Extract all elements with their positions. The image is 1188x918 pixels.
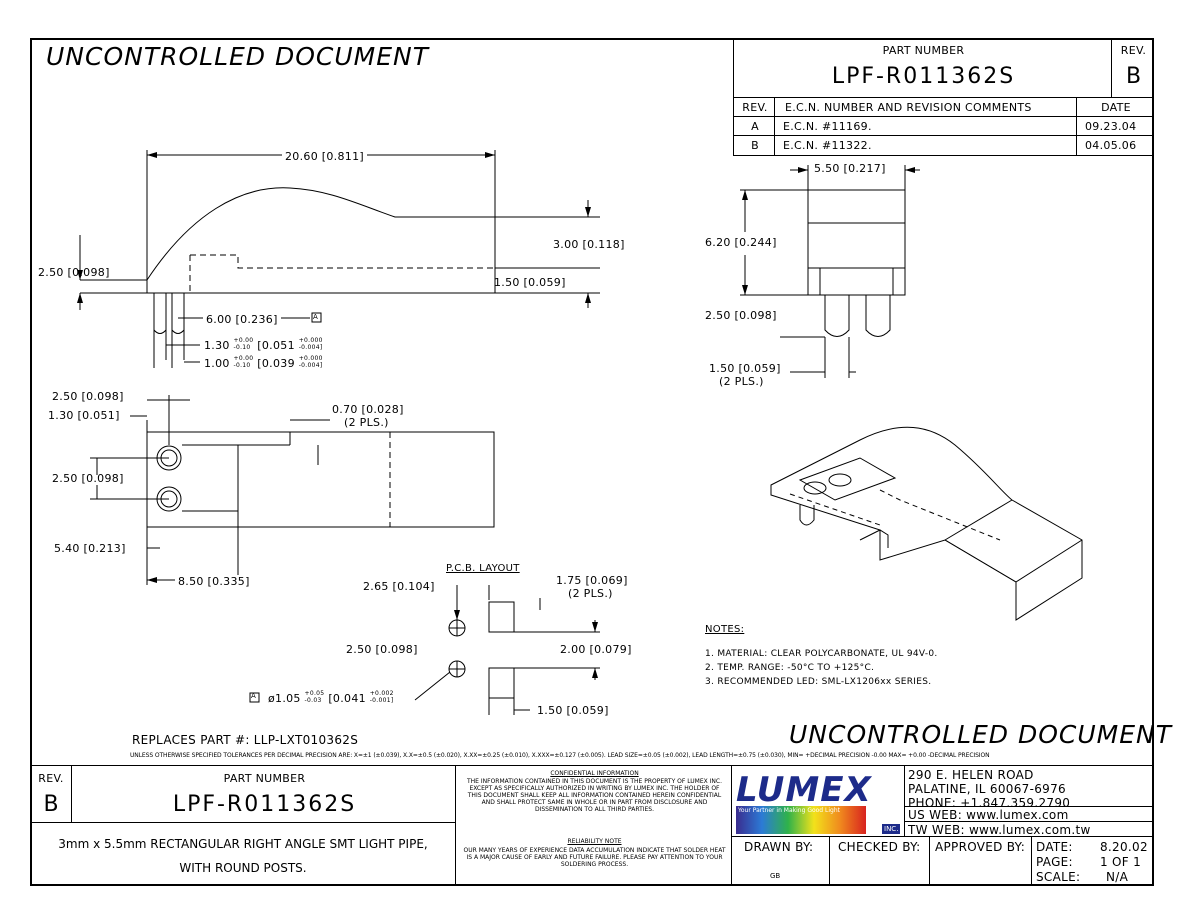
tb-rev: B bbox=[43, 792, 59, 817]
tb-address: 290 E. HELEN ROAD bbox=[908, 768, 1034, 782]
rev-row-a-ecn: E.C.N. #11169. bbox=[783, 120, 872, 133]
tb-page-label: PAGE: bbox=[1036, 855, 1073, 869]
dim-top-pitch: 2.50 [0.098] bbox=[52, 472, 124, 485]
notes-title: NOTES: bbox=[705, 624, 745, 635]
dim-side-base: 1.50 [0.059] bbox=[494, 276, 566, 289]
pcb-pitch: 2.50 [0.098] bbox=[346, 643, 418, 656]
tb-rev-label: REV. bbox=[38, 772, 64, 785]
dim-front-post-len: 2.50 [0.098] bbox=[705, 309, 777, 322]
header-rev-label: REV. bbox=[1120, 44, 1147, 57]
watermark-top: UNCONTROLLED DOCUMENT bbox=[46, 42, 430, 71]
note-3: 3. RECOMMENDED LED: SML-LX1206xx SERIES. bbox=[705, 677, 932, 687]
tb-page: 1 OF 1 bbox=[1100, 855, 1142, 869]
side-view bbox=[79, 150, 600, 368]
header-rev: B bbox=[1125, 64, 1142, 89]
dim-front-width: 5.50 [0.217] bbox=[814, 162, 886, 175]
tb-description-2: WITH ROUND POSTS. bbox=[179, 861, 307, 875]
date-col-header: DATE bbox=[1101, 101, 1131, 114]
logo-spectrum bbox=[736, 806, 866, 834]
datum-a-side: A bbox=[313, 313, 319, 321]
pcb-layout bbox=[414, 585, 600, 715]
tb-checked-by-label: CHECKED BY: bbox=[838, 840, 921, 854]
front-view bbox=[740, 165, 920, 378]
header-part-number-label: PART NUMBER bbox=[882, 44, 965, 57]
tb-scale: N/A bbox=[1106, 870, 1129, 884]
lumex-logo: LUMEX Your Partner in Making Good Light … bbox=[731, 765, 905, 837]
tb-approved-by-label: APPROVED BY: bbox=[935, 840, 1026, 854]
dim-post-offset: 6.00 [0.236] bbox=[203, 313, 281, 326]
pcb-pad-pls: (2 PLS.) bbox=[568, 587, 613, 600]
logo-tagline: Your Partner in Making Good Light bbox=[738, 807, 840, 814]
dim-post-dia-1: 1.30 +0.00 -0.10 [0.051 +0.000 -0.004] bbox=[204, 337, 323, 352]
dim-front-post-base: 1.50 [0.059] bbox=[709, 362, 781, 375]
pcb-pad-height: 2.00 [0.079] bbox=[560, 643, 632, 656]
tb-confidential-text: THE INFORMATION CONTAINED IN THIS DOCUME… bbox=[466, 778, 722, 813]
rev-row-a-date: 09.23.04 bbox=[1085, 120, 1137, 133]
dim-top-a: 2.50 [0.098] bbox=[52, 390, 124, 403]
dim-post-dia-2: 1.00 +0.00 -0.10 [0.039 +0.000 -0.004] bbox=[204, 355, 323, 370]
dim-front-post-pls: (2 PLS.) bbox=[719, 375, 764, 388]
tolerance-note: UNLESS OTHERWISE SPECIFIED TOLERANCES PE… bbox=[130, 752, 990, 759]
isometric-view bbox=[770, 426, 1083, 621]
dim-front-height: 6.20 [0.244] bbox=[705, 236, 777, 249]
tb-part-number: LPF-R011362S bbox=[172, 792, 357, 817]
header-part-number-box: PART NUMBER LPF-R011362S bbox=[733, 38, 1112, 98]
dim-side-right-height: 3.00 [0.118] bbox=[553, 238, 625, 251]
pcb-pad-width: 1.50 [0.059] bbox=[537, 704, 609, 717]
pcb-offset: 2.65 [0.104] bbox=[363, 580, 435, 593]
note-1: 1. MATERIAL: CLEAR POLYCARBONATE, UL 94V… bbox=[705, 649, 938, 659]
ecn-col-header: E.C.N. NUMBER AND REVISION COMMENTS bbox=[785, 101, 1032, 114]
tb-tw-web: TW WEB: www.lumex.com.tw bbox=[908, 823, 1091, 837]
rev-row-b-ecn: E.C.N. #11322. bbox=[783, 139, 872, 152]
dim-top-d: 8.50 [0.335] bbox=[175, 575, 253, 588]
dim-top-slot: 0.70 [0.028] bbox=[332, 403, 404, 416]
pcb-hole-dia: ø1.05 +0.05 -0.03 [0.041 +0.002 -0.001] bbox=[268, 690, 394, 705]
tb-drawn-by: GB bbox=[770, 872, 781, 880]
tb-reliability-title: RELIABILITY NOTE bbox=[567, 838, 622, 845]
tb-part-number-label: PART NUMBER bbox=[223, 772, 306, 785]
tb-scale-label: SCALE: bbox=[1036, 870, 1081, 884]
tb-city: PALATINE, IL 60067-6976 bbox=[908, 782, 1066, 796]
rev-row-b-rev: B bbox=[751, 139, 759, 152]
tb-us-web: US WEB: www.lumex.com bbox=[908, 808, 1069, 822]
watermark-bottom: UNCONTROLLED DOCUMENT bbox=[789, 720, 1173, 749]
drawing-sheet bbox=[30, 38, 1154, 886]
tb-confidential-title: CONFIDENTIAL INFORMATION bbox=[550, 770, 639, 777]
pcb-pad-size: 1.75 [0.069] bbox=[556, 574, 628, 587]
rev-col-header: REV. bbox=[742, 101, 768, 114]
logo-reg: INC. bbox=[882, 824, 901, 834]
note-2: 2. TEMP. RANGE: -50°C TO +125°C. bbox=[705, 663, 875, 673]
dim-side-length: 20.60 [0.811] bbox=[282, 150, 367, 163]
pcb-title: P.C.B. LAYOUT bbox=[446, 563, 520, 574]
dim-top-slot-pls: (2 PLS.) bbox=[344, 416, 389, 429]
dim-top-c: 5.40 [0.213] bbox=[54, 542, 126, 555]
rev-row-b-date: 04.05.06 bbox=[1085, 139, 1137, 152]
tb-description-1: 3mm x 5.5mm RECTANGULAR RIGHT ANGLE SMT … bbox=[58, 837, 428, 851]
header-part-number: LPF-R011362S bbox=[831, 64, 1016, 89]
dim-side-left-height: 2.50 [0.098] bbox=[38, 266, 110, 279]
rev-row-a-rev: A bbox=[751, 120, 759, 133]
tb-reliability-text: OUR MANY YEARS OF EXPERIENCE DATA ACCUMU… bbox=[463, 847, 726, 868]
tb-date-label: DATE: bbox=[1036, 840, 1073, 854]
logo-wordmark: LUMEX bbox=[736, 770, 872, 810]
datum-a-pcb: A bbox=[251, 692, 257, 700]
dim-top-b: 1.30 [0.051] bbox=[48, 409, 120, 422]
top-view bbox=[90, 395, 495, 585]
tb-drawn-by-label: DRAWN BY: bbox=[744, 840, 814, 854]
replaces-part: REPLACES PART #: LLP-LXT010362S bbox=[132, 733, 359, 747]
tb-date: 8.20.02 bbox=[1100, 840, 1148, 854]
